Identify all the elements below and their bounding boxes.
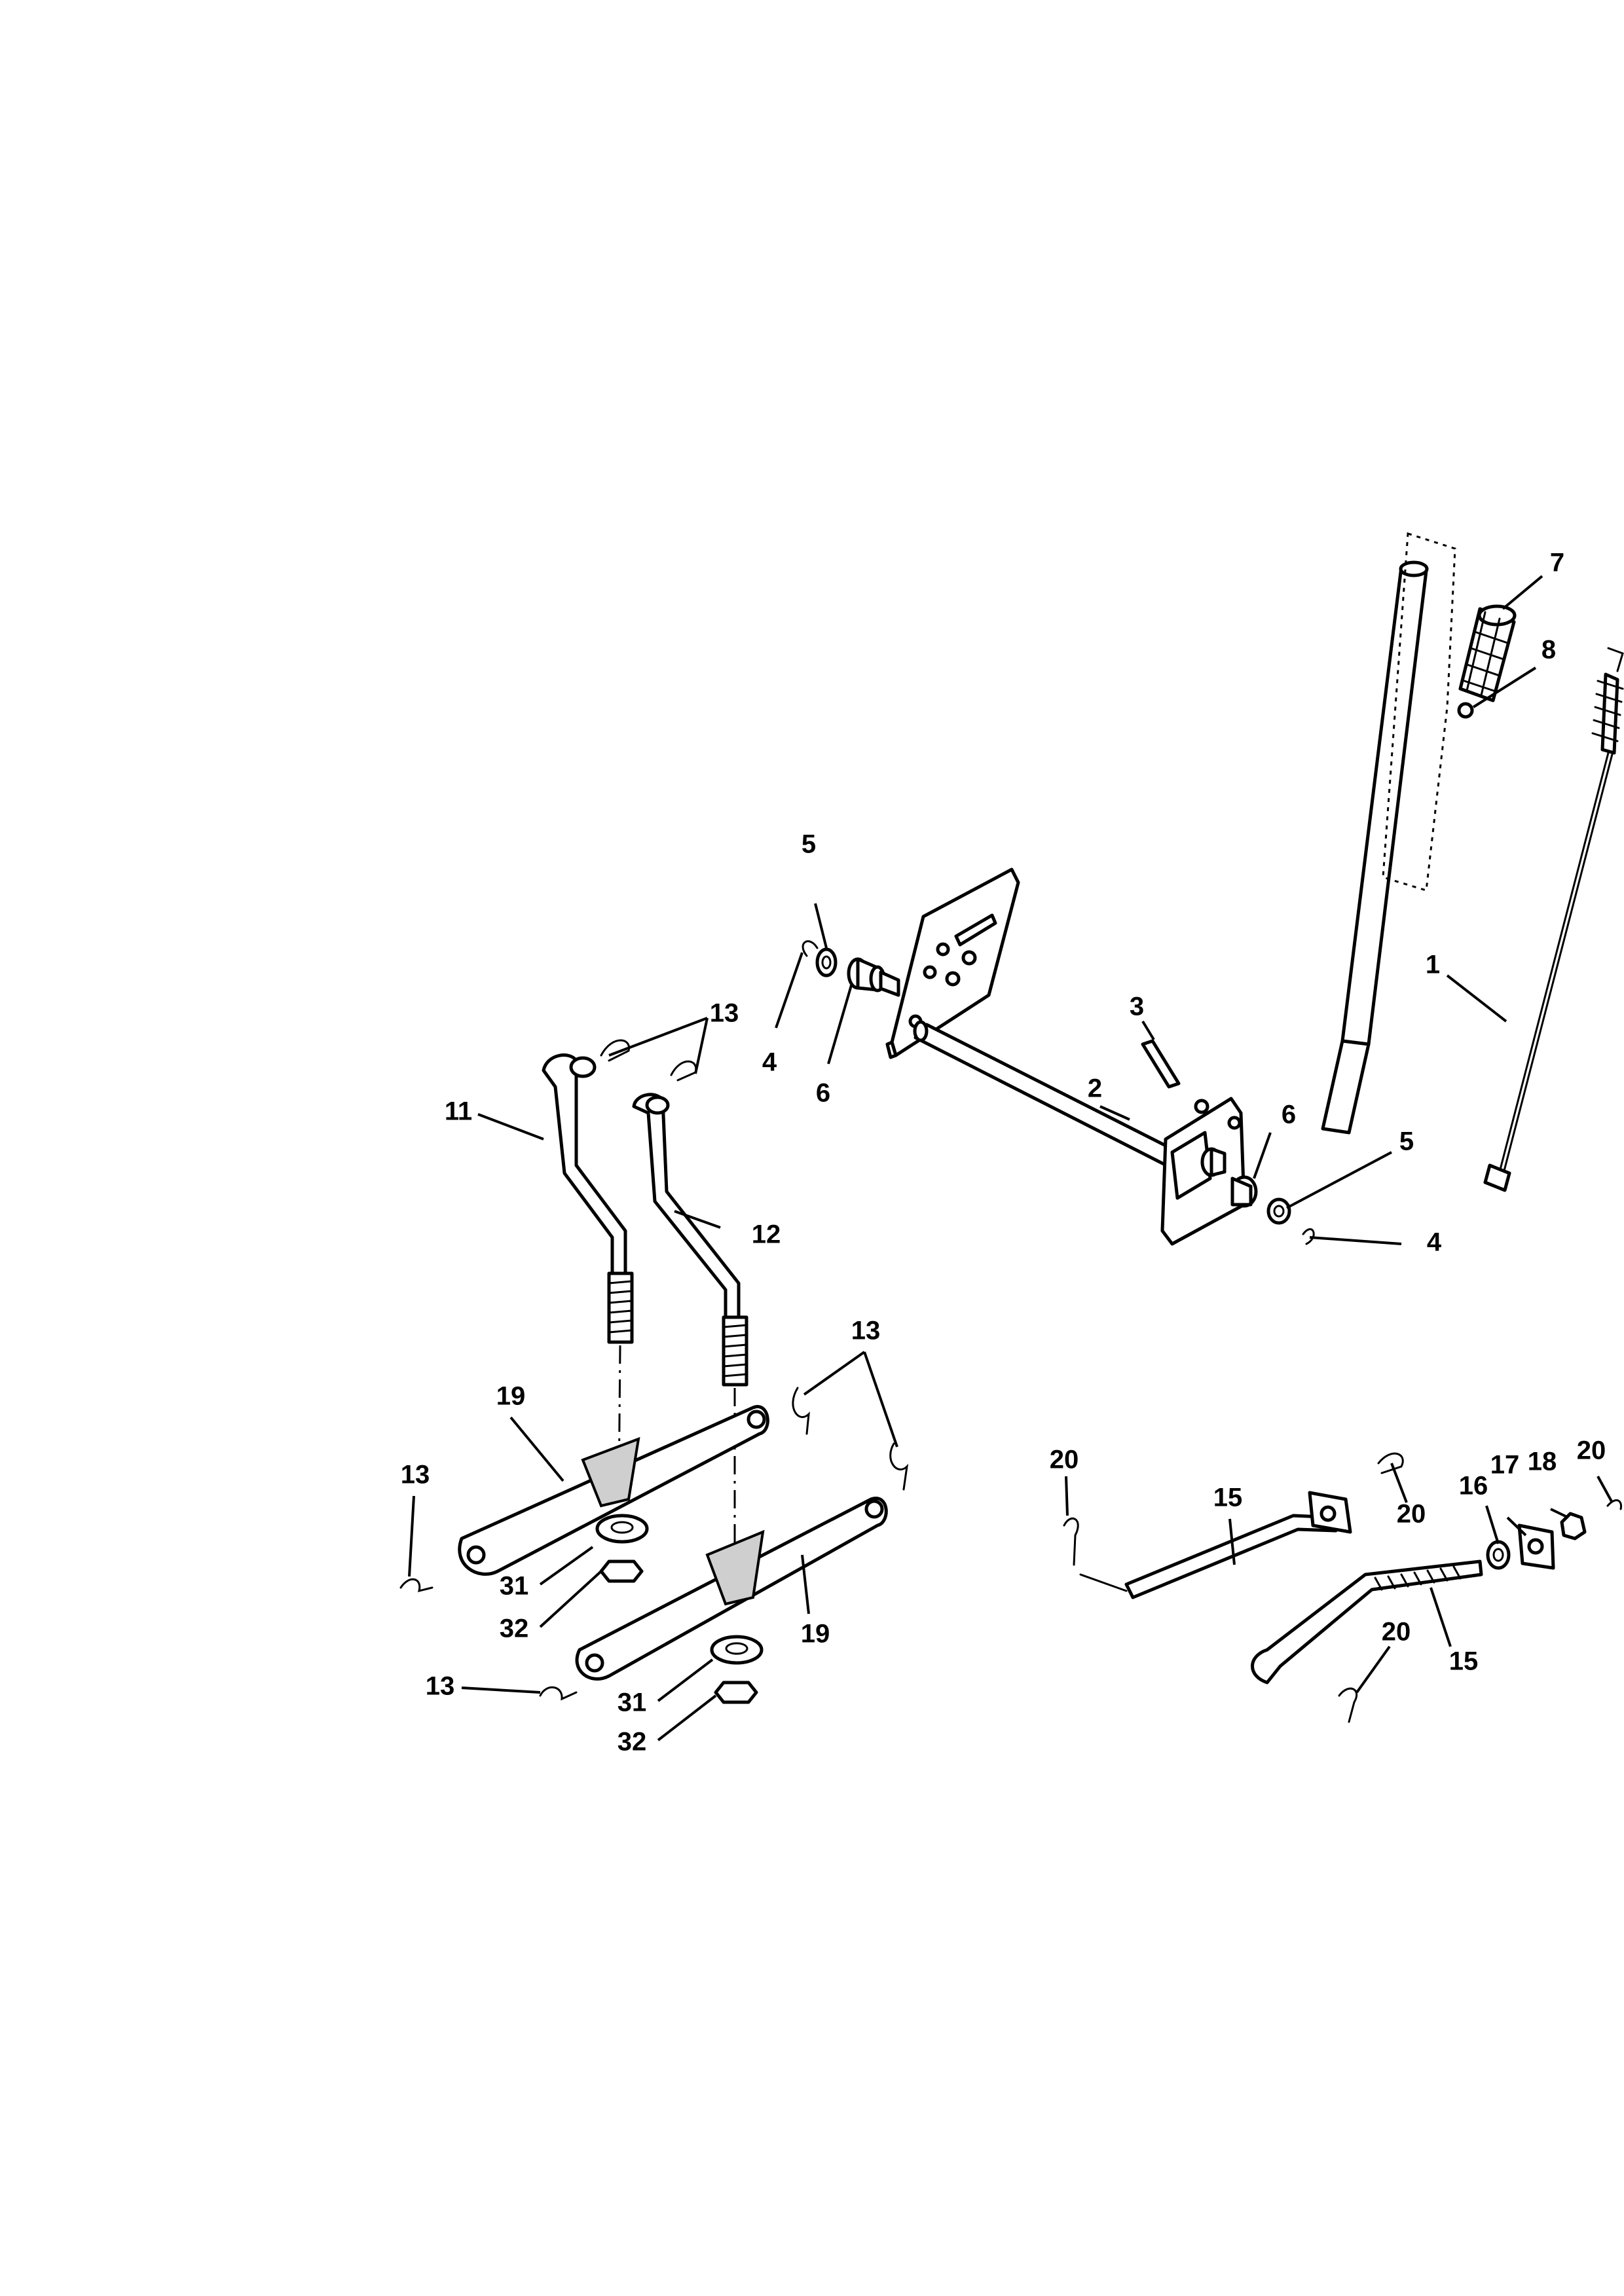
grip: [1458, 604, 1517, 702]
lift-rod-upper: [1079, 1514, 1338, 1599]
lift-rod-lower: [1251, 1559, 1483, 1685]
callout-13-top: 13: [710, 999, 739, 1028]
callout-4-left: 4: [762, 1048, 777, 1077]
callout-15-upper: 15: [1213, 1484, 1243, 1512]
callout-20-lower: 20: [1382, 1618, 1411, 1647]
callout-13-mid: 13: [851, 1317, 881, 1345]
callout-19-upper: 19: [496, 1382, 526, 1411]
callout-13-left: 13: [401, 1461, 430, 1489]
left-clip: [802, 940, 819, 957]
callout-20-mid: 20: [1397, 1500, 1426, 1529]
left-bushing: [847, 957, 900, 997]
nut-32-lower: [714, 1681, 758, 1704]
callout-32-upper: 32: [500, 1614, 529, 1643]
callout-13-bottom: 13: [426, 1672, 455, 1701]
right-washer: [1266, 1197, 1291, 1225]
callout-5-right: 5: [1399, 1127, 1414, 1156]
callout-31-lower: 31: [618, 1688, 647, 1717]
callout-7: 7: [1550, 549, 1564, 577]
callout-20-right: 20: [1577, 1436, 1606, 1465]
lift-arm-upper: [458, 1405, 769, 1576]
callout-4-right: 4: [1427, 1228, 1442, 1257]
callout-3: 3: [1130, 993, 1144, 1021]
washer-31-upper: [595, 1514, 649, 1544]
lift-arm-lower: [575, 1497, 888, 1681]
grip-pin: [1457, 702, 1474, 719]
callout-2: 2: [1088, 1074, 1102, 1103]
washer-16: [1486, 1540, 1511, 1570]
washer-31-lower: [710, 1635, 764, 1665]
mounting-plate: [885, 867, 1020, 1059]
left-washer: [815, 947, 838, 977]
callout-20-left: 20: [1050, 1446, 1079, 1474]
leader-lines: [408, 575, 1614, 1741]
callout-15-lower: 15: [1449, 1647, 1479, 1676]
callout-11: 11: [445, 1097, 472, 1126]
callout-31-upper: 31: [500, 1572, 529, 1601]
lift-link-11: [542, 1053, 634, 1344]
callout-6-right: 6: [1282, 1101, 1296, 1129]
right-bushing: [1200, 1147, 1258, 1208]
callout-labels: 1 2 3 4 4 5 5 6 6 7 8 11 12 13 13 13 13 …: [401, 549, 1606, 1757]
callout-6-left: 6: [816, 1079, 830, 1108]
callout-17: 17: [1490, 1451, 1520, 1480]
handle-phantom-outline: [1382, 532, 1456, 892]
nut-32-upper: [599, 1559, 644, 1583]
block-17: [1517, 1523, 1555, 1570]
cotter-pins-20: [1063, 1452, 1623, 1723]
roll-pin: [1141, 1039, 1181, 1089]
callout-18: 18: [1528, 1448, 1557, 1476]
right-clip: [1302, 1228, 1315, 1245]
callout-8: 8: [1541, 636, 1556, 665]
callout-16: 16: [1459, 1472, 1488, 1501]
lift-handle: [1321, 560, 1429, 1135]
hairpin-clips-mid: [399, 1387, 909, 1701]
lift-cable: [1483, 647, 1624, 1192]
nut-18: [1560, 1512, 1587, 1540]
hairpin-clips-top: [600, 1039, 697, 1082]
callout-19-lower: 19: [801, 1620, 830, 1649]
callout-5-left: 5: [802, 830, 816, 859]
cross-shaft: [913, 1020, 1181, 1169]
callout-12: 12: [752, 1220, 781, 1249]
lift-link-12: [632, 1093, 748, 1387]
trunnion: [1308, 1491, 1352, 1534]
callout-32-lower: 32: [618, 1728, 647, 1757]
callout-1: 1: [1426, 951, 1440, 979]
